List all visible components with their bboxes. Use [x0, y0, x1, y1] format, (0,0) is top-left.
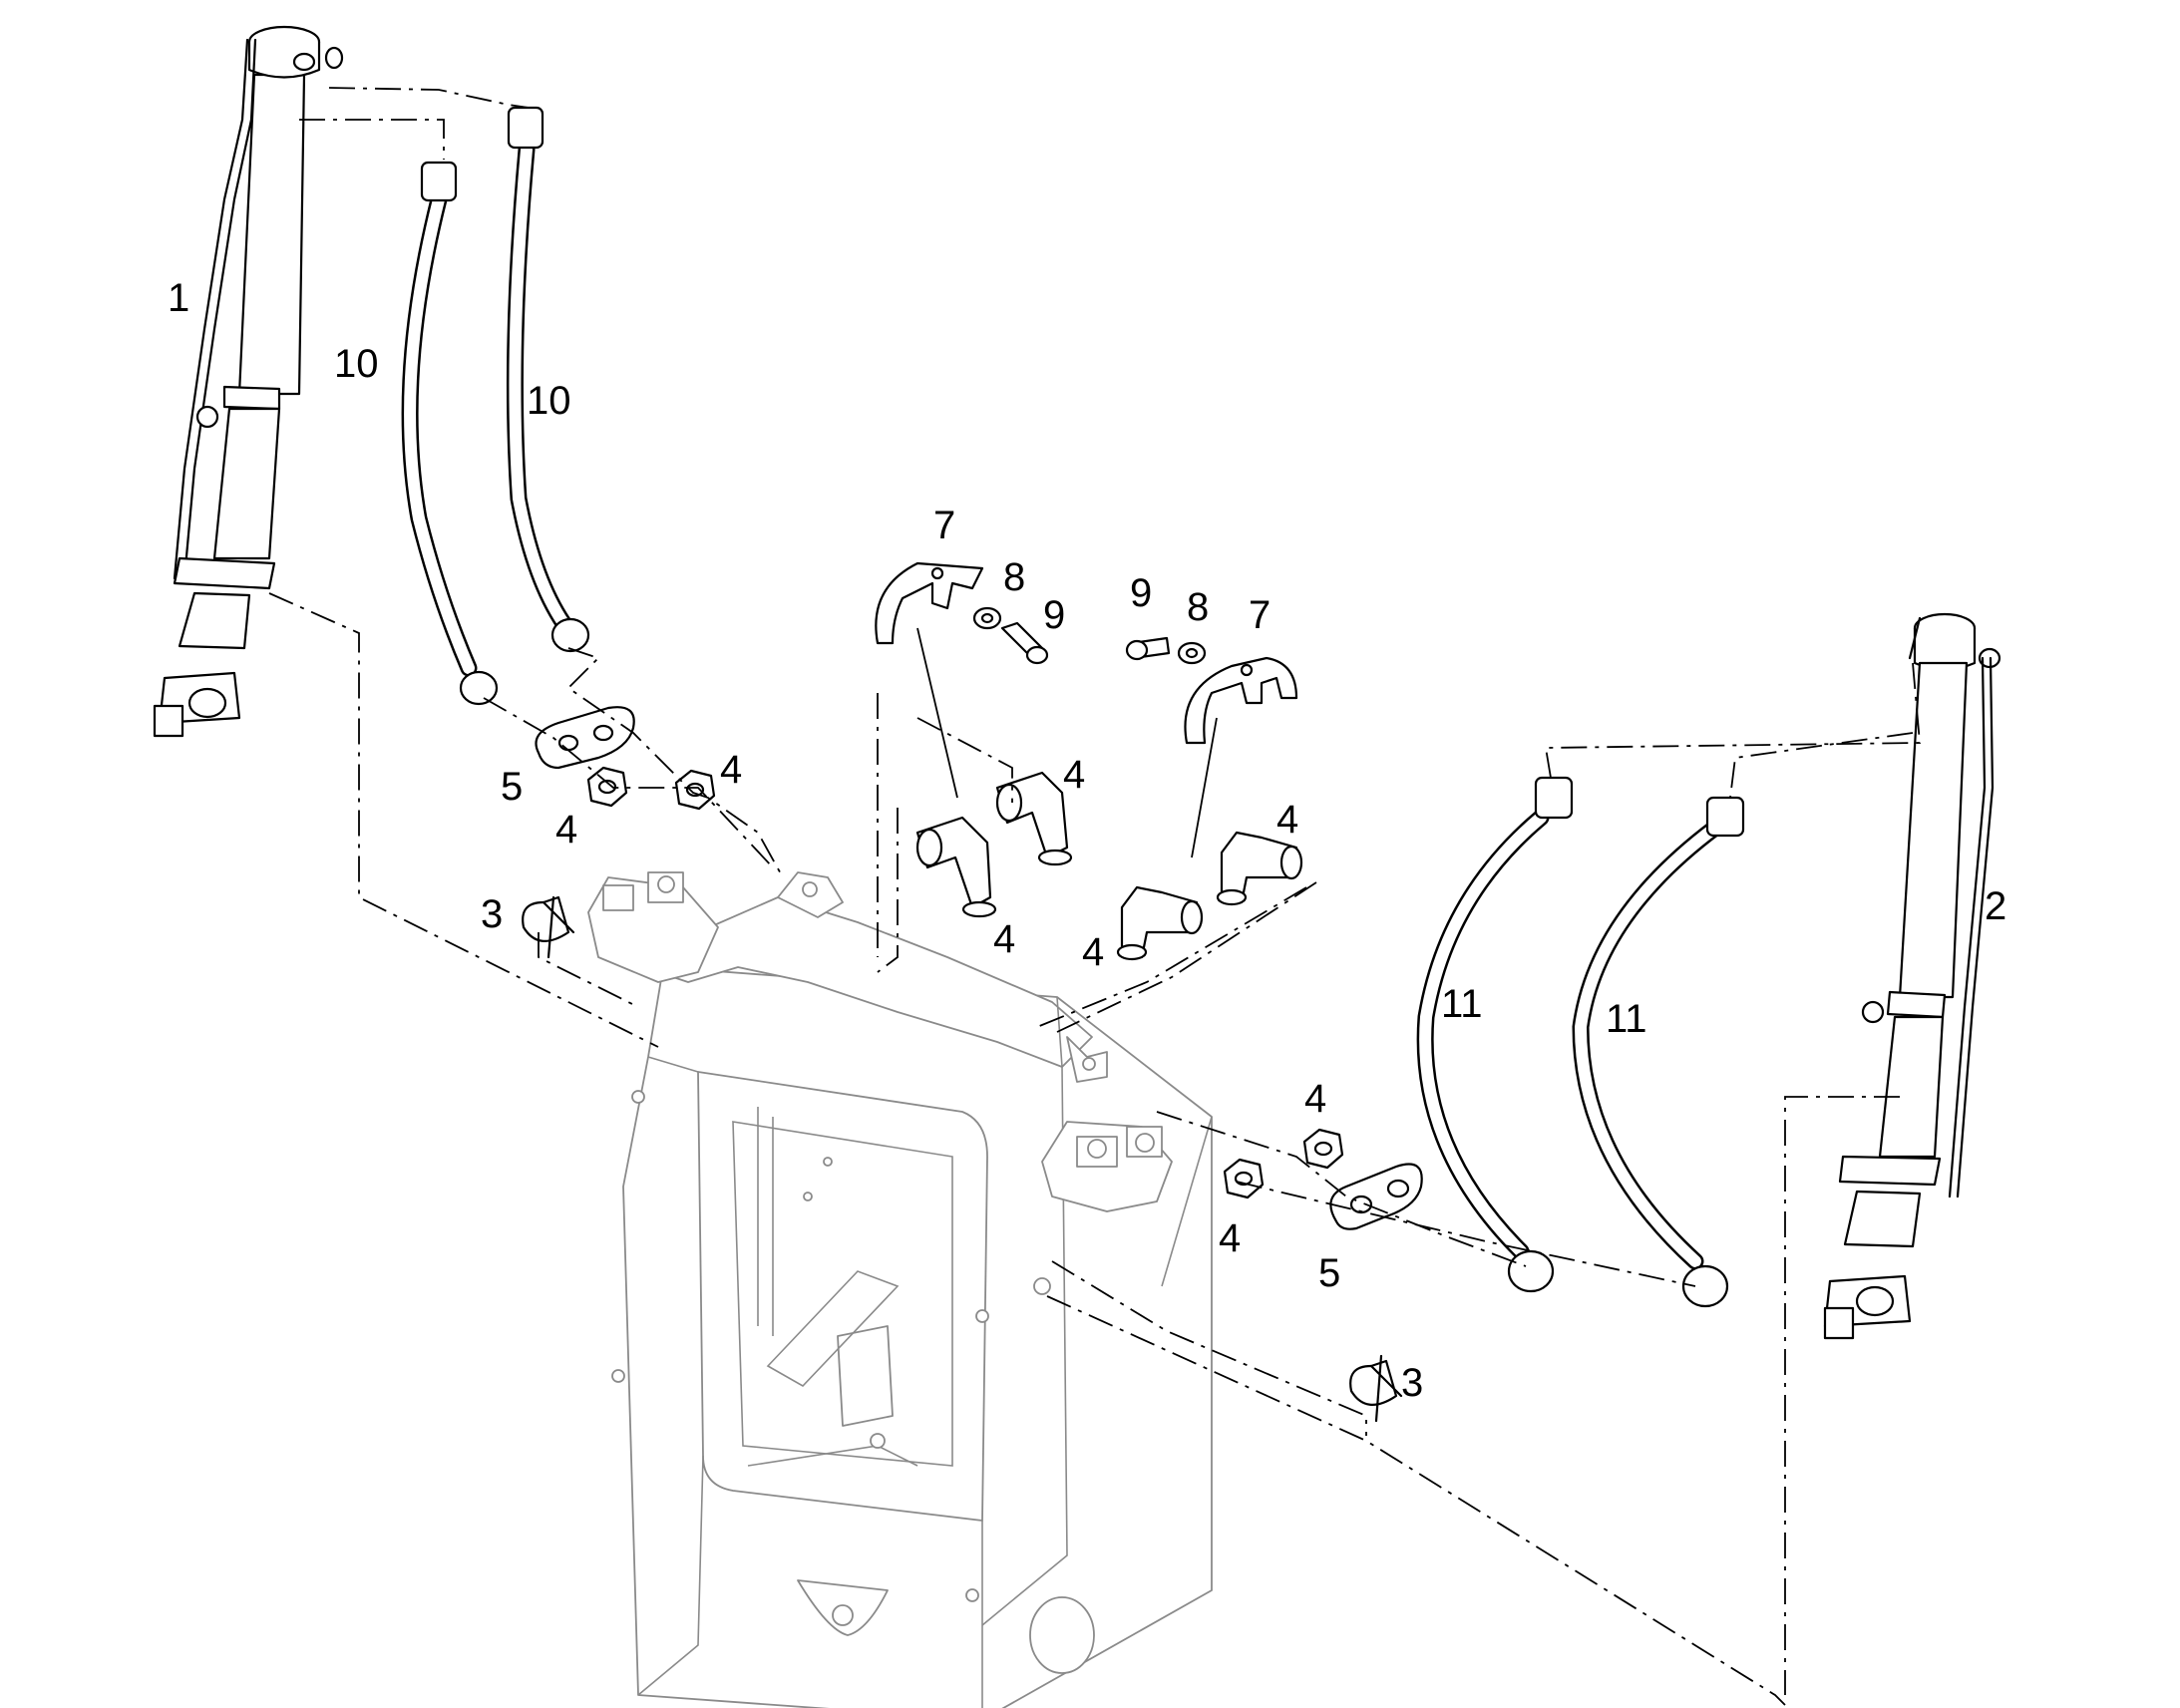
- callout-9b: 9: [1130, 571, 1152, 615]
- washer-right: [1177, 641, 1207, 665]
- hose-left-b: [506, 106, 590, 653]
- main-frame: [587, 871, 1213, 1708]
- hose-right-a: [1416, 776, 1574, 1293]
- callout-4a: 4: [555, 808, 577, 852]
- callout-4h: 4: [1219, 1216, 1241, 1260]
- callout-2: 2: [1985, 884, 2006, 928]
- washer-left: [972, 606, 1002, 630]
- callout-4d: 4: [993, 917, 1015, 961]
- lynch-pin-left: [522, 895, 575, 959]
- callout-4c: 4: [1063, 753, 1085, 797]
- nut: [1223, 1158, 1265, 1199]
- hose-right-b: [1572, 796, 1745, 1308]
- lynch-pin-right: [1349, 1354, 1403, 1423]
- callout-3a: 3: [481, 892, 503, 936]
- hydraulic-cylinder-right: [1823, 612, 2001, 1340]
- leader-lines: [268, 87, 1921, 1706]
- bolt-right: [1125, 636, 1171, 661]
- clamp-plate-right: [1184, 656, 1298, 745]
- elbow-fitting: [1216, 831, 1303, 906]
- callout-7a: 7: [933, 504, 955, 547]
- callout-4b: 4: [720, 748, 742, 792]
- elbow-fitting: [1116, 885, 1204, 961]
- callout-10b: 10: [527, 379, 571, 423]
- nut: [1302, 1128, 1344, 1170]
- callout-8b: 8: [1187, 585, 1209, 629]
- callout-4e: 4: [1082, 930, 1104, 974]
- bolt-left: [1000, 621, 1049, 665]
- nut: [674, 769, 716, 811]
- callout-11b: 11: [1606, 997, 1647, 1041]
- flange-plate-right: [1329, 1163, 1423, 1230]
- callouts: 1 2 3 3 4 4 4 4 4 4 4 4 5 5 7 7 8 8 9 9 …: [168, 276, 2006, 1405]
- callout-9a: 9: [1043, 593, 1065, 637]
- callout-4f: 4: [1276, 798, 1298, 842]
- callout-8a: 8: [1003, 555, 1025, 599]
- callout-4g: 4: [1304, 1077, 1326, 1121]
- hose-left-a: [401, 161, 499, 706]
- elbow-fitting: [915, 816, 997, 918]
- callout-5a: 5: [501, 765, 523, 809]
- nut: [586, 766, 628, 808]
- callout-11a: 11: [1441, 982, 1483, 1026]
- elbow-fitting: [995, 771, 1073, 866]
- callout-1: 1: [168, 276, 189, 320]
- hydraulic-cylinder-left: [153, 25, 344, 738]
- clamp-plate-left: [875, 561, 984, 645]
- callout-5b: 5: [1318, 1251, 1340, 1295]
- callout-3b: 3: [1401, 1361, 1423, 1405]
- callout-10a: 10: [334, 342, 379, 386]
- callout-7b: 7: [1249, 593, 1271, 637]
- flange-plate-left: [535, 706, 635, 770]
